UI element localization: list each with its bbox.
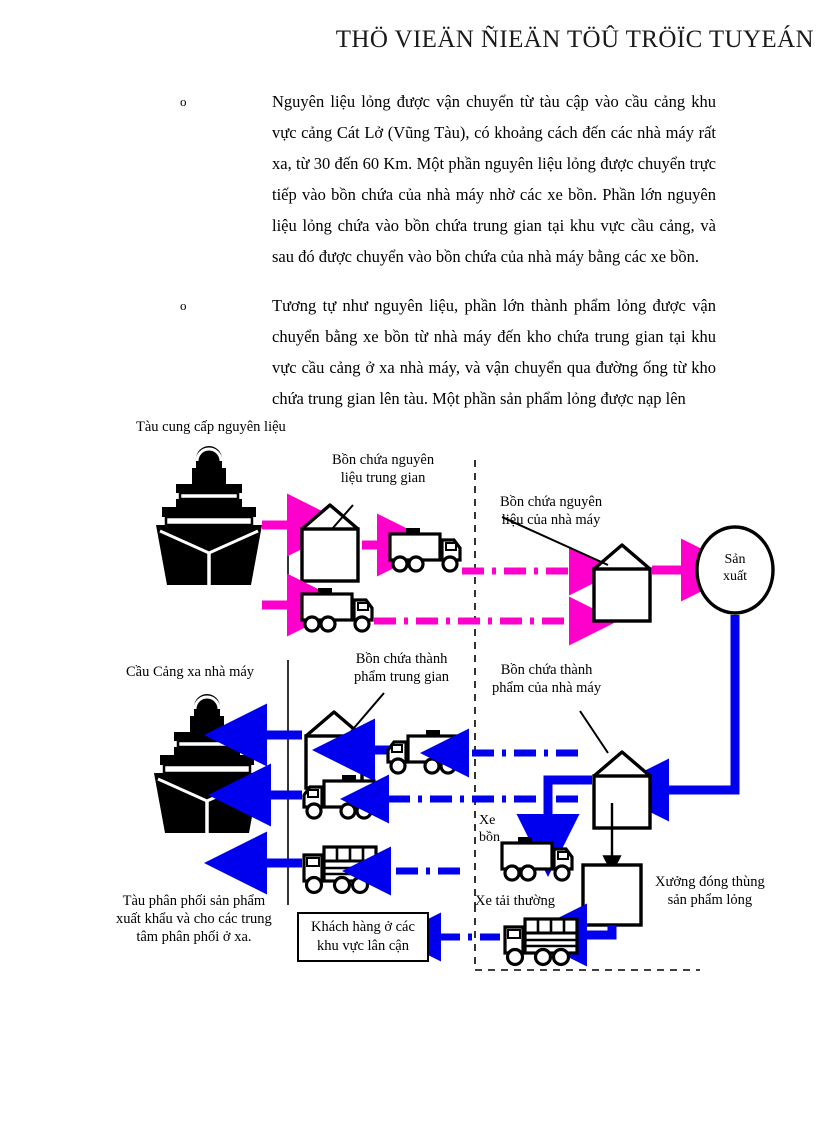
label-line: liệu trung gian bbox=[340, 470, 426, 486]
leader-factory-product-tank bbox=[579, 710, 609, 754]
diagram-canvas bbox=[152, 444, 775, 971]
leader-factory-raw-tank bbox=[501, 516, 609, 566]
label-line: khu vực lân cận bbox=[316, 938, 409, 954]
tank-truck-direct-icon bbox=[300, 586, 374, 633]
label-wharf-far: Cầu Cảng xa nhà máy bbox=[126, 664, 255, 680]
label-production: Sản xuất bbox=[700, 551, 770, 585]
label-line: phẩm của nhà máy bbox=[492, 680, 602, 696]
label-line: sản phẩm lỏng bbox=[667, 892, 753, 908]
packing-workshop-box bbox=[581, 863, 643, 927]
label-intermediate-product-tank: Bồn chứa thành phẩm trung gian bbox=[354, 650, 449, 686]
label-line: xuất bbox=[722, 569, 748, 584]
bullet-marker: o bbox=[180, 298, 187, 313]
label-line: Bồn chứa nguyên bbox=[500, 494, 603, 510]
page-header: THÖ VIEÄN ÑIEÄN TÖÛ TRÖÏC TUYEÁN bbox=[0, 26, 816, 66]
label-supply-ship: Tàu cung cấp nguyên liệu bbox=[136, 419, 286, 435]
label-line: liệu của nhà máy bbox=[501, 512, 601, 528]
label-line: Sản bbox=[724, 552, 746, 567]
label-normal-truck: Xe tải thường bbox=[475, 893, 555, 909]
leader-intermediate-raw-tank bbox=[331, 504, 354, 530]
paragraph-1: o Nguyên liệu lỏng được vận chuyển từ tà… bbox=[176, 86, 716, 272]
label-line: Xưởng đóng thùng bbox=[655, 874, 765, 890]
factory-tank-truck-icon bbox=[500, 835, 574, 882]
label-line: tâm phân phối ở xa. bbox=[136, 929, 252, 945]
library-watermark-title: THÖ VIEÄN ÑIEÄN TÖÛ TRÖÏC TUYEÁN bbox=[335, 26, 814, 53]
paragraph-2: o Tương tự như nguyên liệu, phần lớn thà… bbox=[176, 290, 716, 414]
logistics-flow-diagram: Tàu cung cấp nguyên liệu Bồn chứa nguyên… bbox=[0, 405, 816, 1005]
body-text-block: o Nguyên liệu lỏng được vận chuyển từ tà… bbox=[176, 86, 716, 426]
arrow-product-tank-to-tanktruck bbox=[516, 775, 592, 877]
label-line: Xe bbox=[479, 813, 496, 828]
label-line: xuất khẩu và cho các trung bbox=[116, 911, 272, 927]
label-factory-product-tank: Bồn chứa thành phẩm của nhà máy bbox=[492, 661, 601, 697]
label-line: bồn bbox=[479, 830, 500, 845]
label-line: Tàu phân phối sản phẩm bbox=[122, 893, 266, 909]
label-line: phẩm trung gian bbox=[354, 669, 450, 685]
label-line: Bồn chứa thành bbox=[355, 651, 448, 667]
label-factory-raw-tank: Bồn chứa nguyên liệu của nhà máy bbox=[500, 493, 602, 529]
factory-boundary-bottom bbox=[474, 905, 700, 971]
arrow-production-to-product-tank bbox=[606, 615, 740, 822]
tank-truck-return-upper-icon bbox=[386, 728, 460, 775]
label-intermediate-raw-tank: Bồn chứa nguyên liệu trung gian bbox=[332, 451, 434, 487]
label-line: Khách hàng ở các bbox=[311, 919, 415, 935]
paragraph-2-text: Tương tự như nguyên liệu, phần lớn thành… bbox=[272, 296, 716, 408]
leader-intermediate-product-tank bbox=[347, 692, 385, 736]
production-ellipse bbox=[695, 525, 775, 615]
factory-raw-tank-shape bbox=[592, 543, 652, 623]
arrow-workshop-to-staketruck bbox=[524, 903, 617, 967]
paragraph-1-text: Nguyên liệu lỏng được vận chuyển từ tàu … bbox=[272, 92, 716, 266]
factory-product-tank-shape bbox=[592, 750, 652, 830]
supply-ship-icon bbox=[154, 444, 264, 587]
tank-truck-upper-icon bbox=[388, 526, 462, 573]
label-export-ship: Tàu phân phối sản phẩm xuất khẩu và cho … bbox=[116, 892, 272, 946]
label-tank-truck: Xe bồn bbox=[479, 812, 500, 846]
export-ship-icon bbox=[152, 692, 262, 835]
stake-truck-bottom-icon bbox=[503, 917, 579, 967]
bullet-marker: o bbox=[180, 94, 187, 109]
label-packing-workshop: Xưởng đóng thùng sản phẩm lỏng bbox=[655, 873, 765, 909]
nearby-customers-box: Khách hàng ở các khu vực lân cận bbox=[297, 912, 429, 962]
stake-truck-to-ship-icon bbox=[302, 845, 378, 895]
label-line: Bồn chứa nguyên bbox=[332, 452, 435, 468]
intermediate-raw-tank-shape bbox=[300, 503, 360, 583]
label-line: Bồn chứa thành bbox=[500, 662, 593, 678]
